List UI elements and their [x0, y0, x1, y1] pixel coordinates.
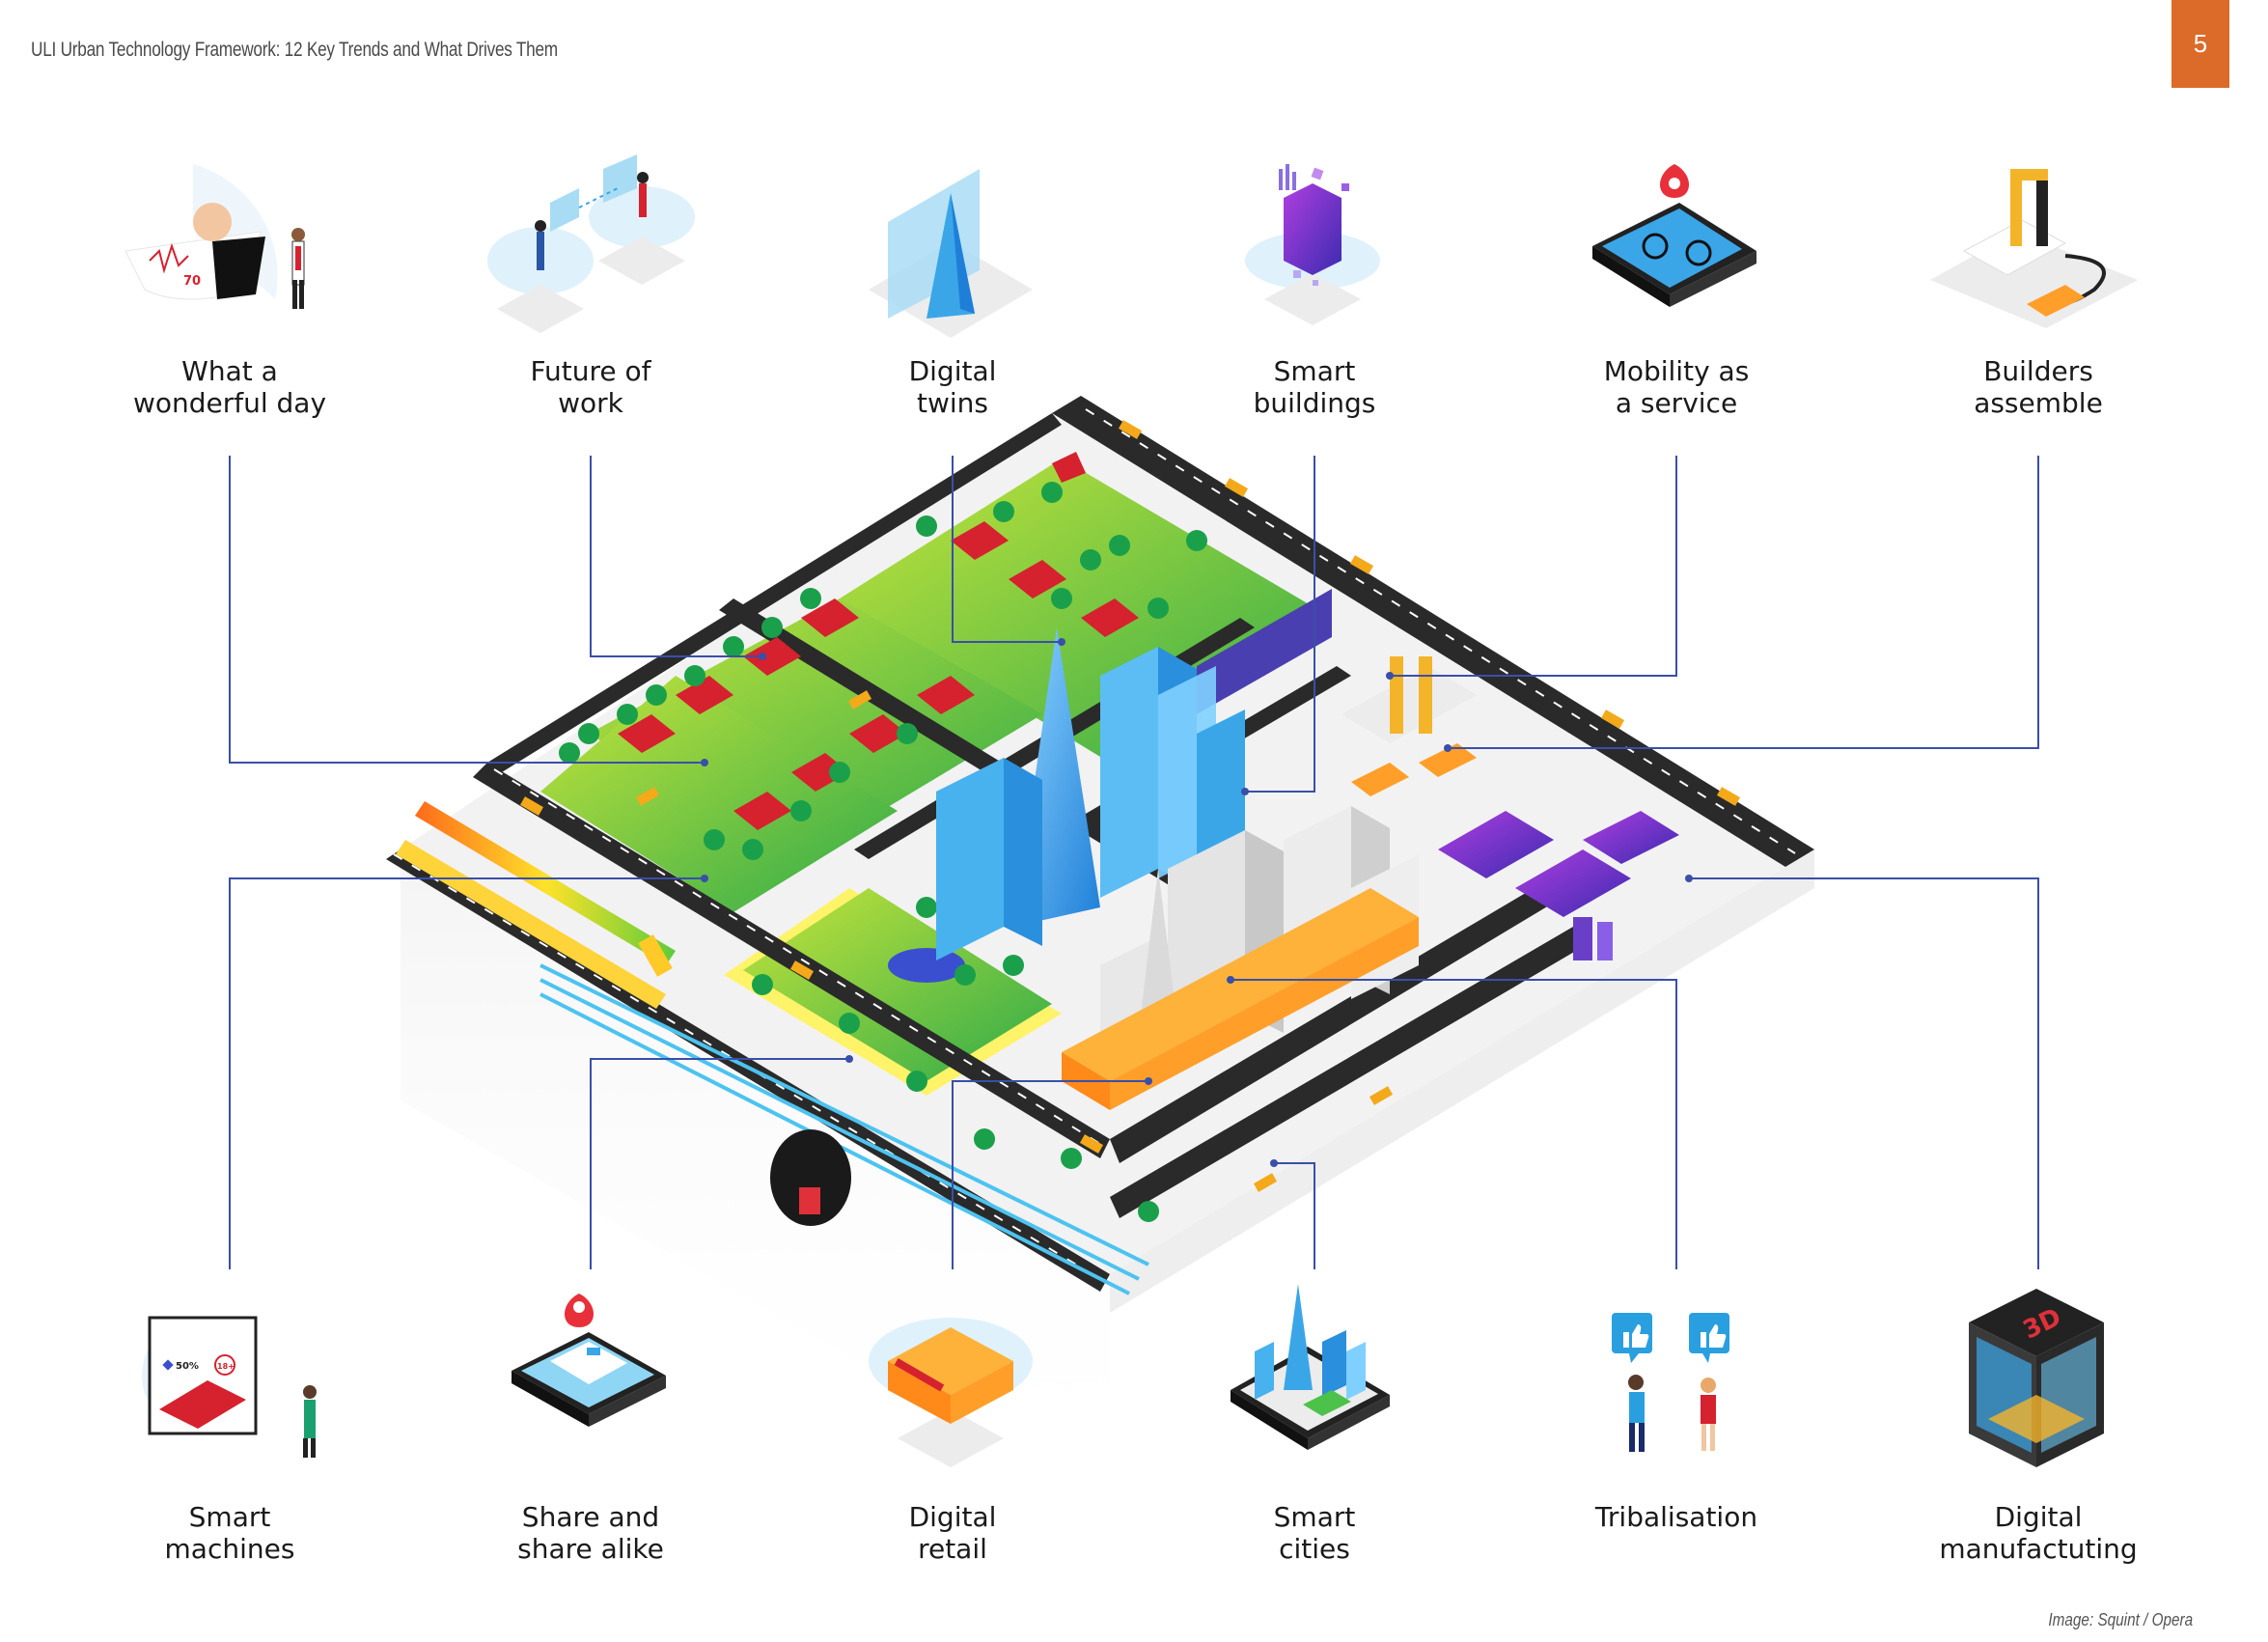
- smart-city-icon: [1231, 1284, 1390, 1450]
- residential-houses: [618, 452, 1139, 830]
- trend-label-tribalisation: Tribalisation: [1594, 1501, 1758, 1533]
- document-header-title: ULI Urban Technology Framework: 12 Key T…: [31, 39, 558, 61]
- factories: [1438, 811, 1679, 960]
- social-like-icon: [1612, 1313, 1729, 1452]
- 3d-printer-icon: 3D: [1969, 1289, 2104, 1467]
- construction-robot-icon: [1930, 169, 2138, 328]
- bike-share-icon: [1592, 164, 1756, 307]
- image-credit: Image: Squint / Opera: [2048, 1610, 2193, 1629]
- page-number-tab: 5: [2171, 0, 2229, 88]
- svg-text:18+: 18+: [217, 1362, 235, 1371]
- remote-work-icon: [487, 154, 695, 333]
- connector-dots: [701, 638, 1693, 1167]
- smart-building-icon: [1245, 164, 1380, 325]
- car-share-icon: [512, 1294, 666, 1427]
- glass-skyscrapers: [936, 627, 1245, 960]
- connector-lines: [229, 456, 2039, 1269]
- construction-site: [1341, 656, 1477, 796]
- digital-twin-icon: [869, 169, 1033, 338]
- smart-machine-icon: 50% 18+: [142, 1316, 317, 1458]
- health-monitor-icon: 70: [124, 164, 305, 309]
- trees: [559, 482, 1207, 1222]
- digital-retail-icon: [869, 1318, 1033, 1467]
- vehicles: [519, 420, 1741, 1192]
- svg-text:50%: 50%: [176, 1361, 199, 1372]
- rail-tunnel: [770, 1129, 851, 1226]
- city-edge-stripes: [396, 801, 1149, 1295]
- road-markings: [393, 408, 1796, 1283]
- svg-text:70: 70: [183, 274, 201, 289]
